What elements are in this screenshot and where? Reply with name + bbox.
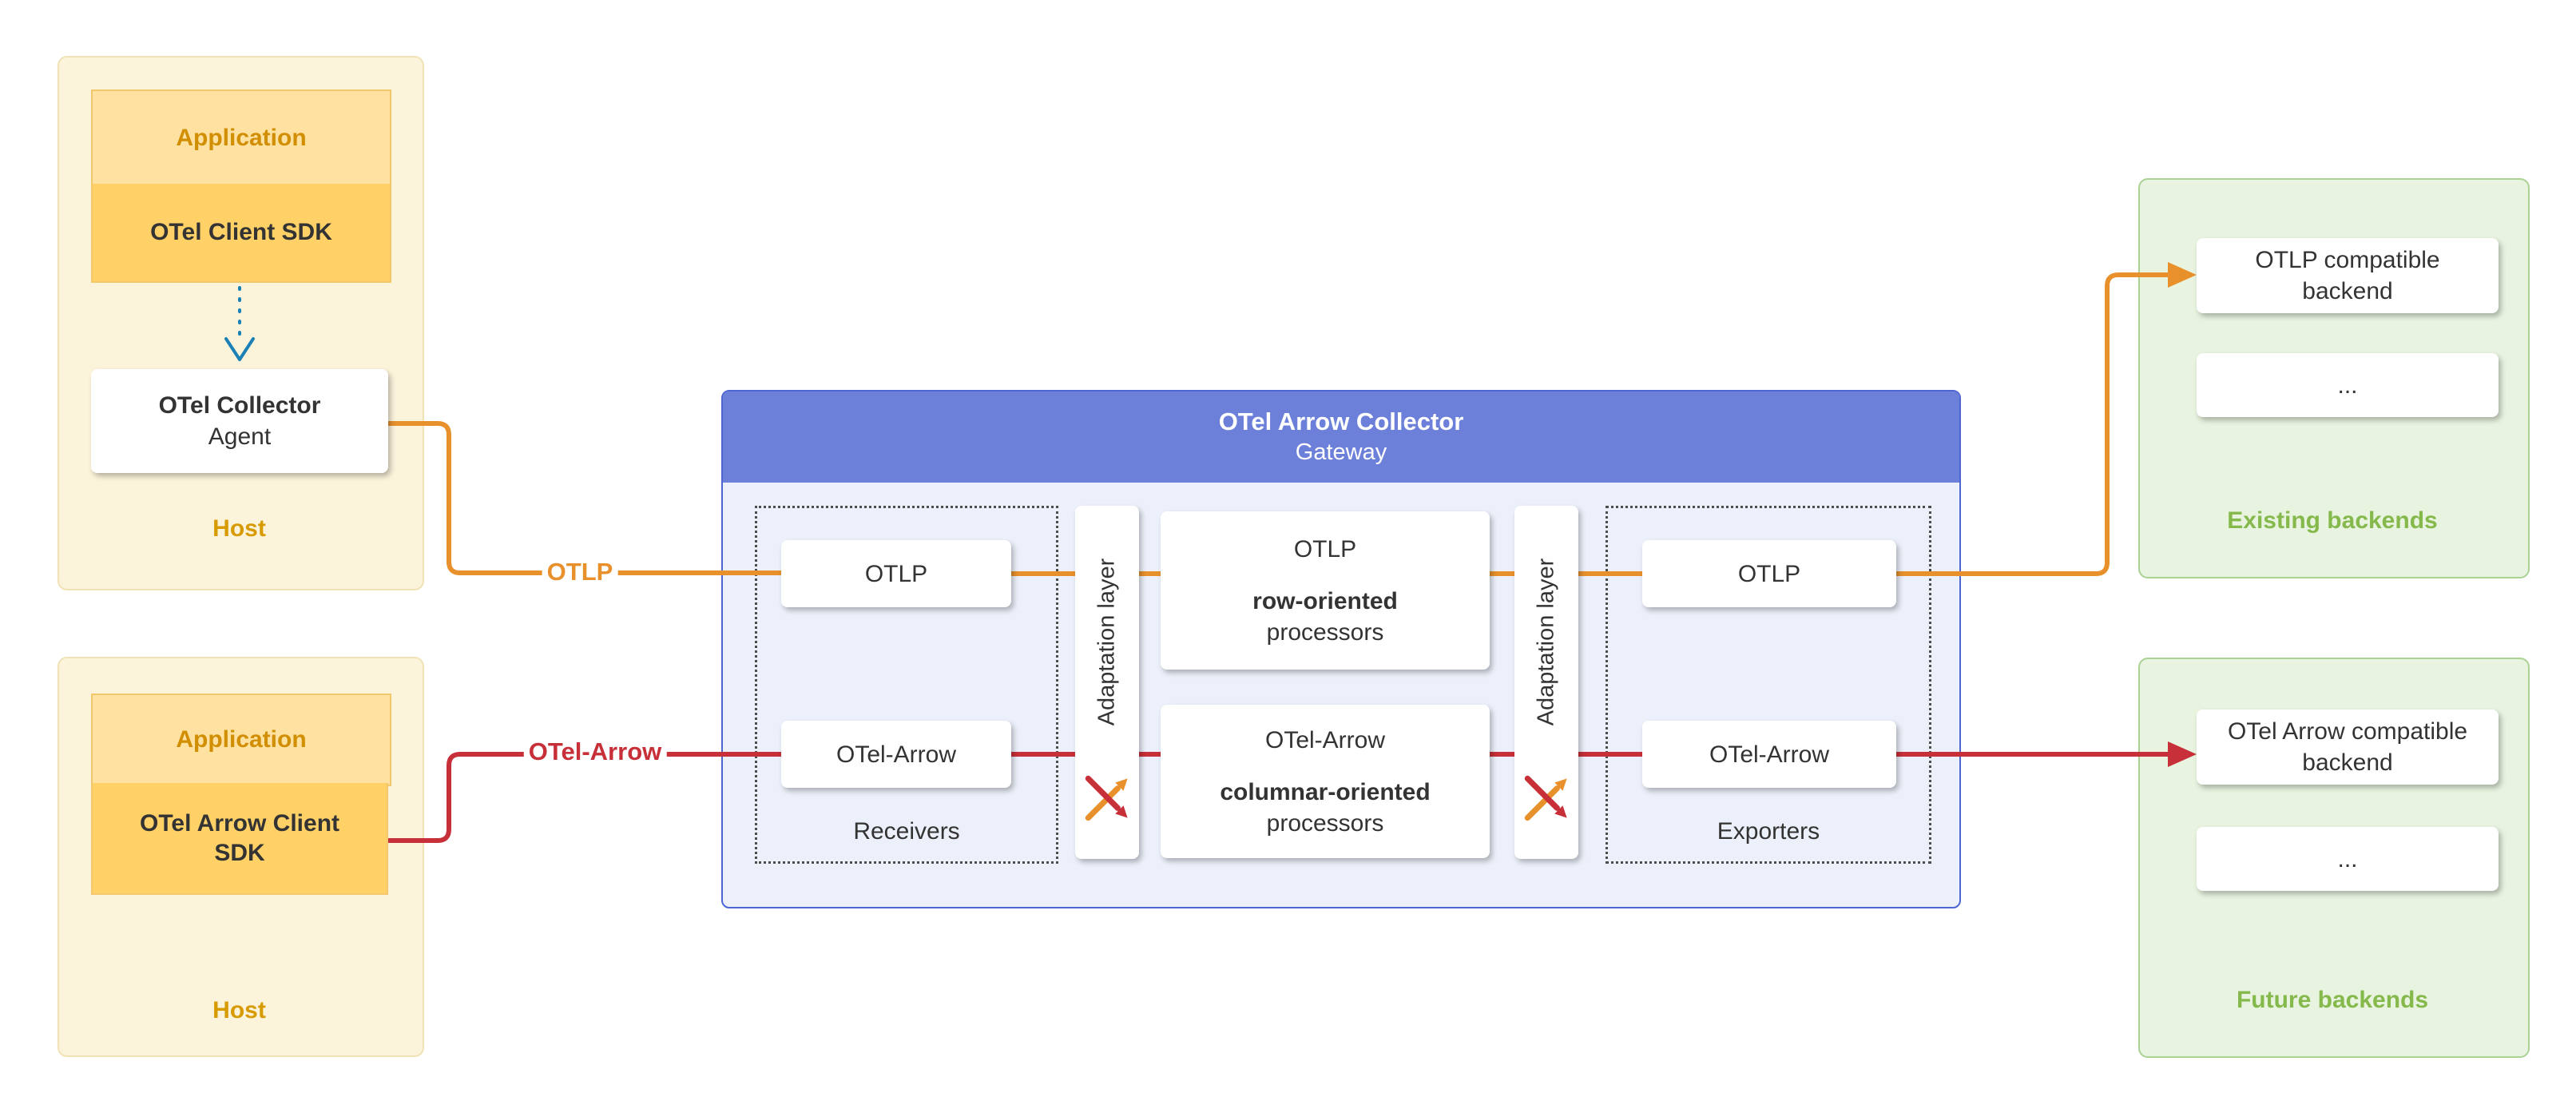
collector-subtitle: Gateway — [1295, 439, 1387, 466]
conversion-arrows-icon — [1085, 775, 1128, 821]
application-box-top: Application — [91, 89, 391, 187]
otlp-link-label: OTLP — [542, 556, 618, 588]
processor-otel-arrow-orientation: columnar-oriented — [1220, 778, 1431, 805]
ellipsis-label: ... — [2337, 372, 2358, 399]
receiver-otlp-label: OTLP — [864, 560, 928, 587]
existing-backends-label: Existing backends — [2227, 507, 2438, 534]
processor-otlp-suffix: processors — [1266, 618, 1384, 646]
exporters-zone-label: Exporters — [1717, 818, 1820, 845]
processor-otel-arrow-suffix: processors — [1266, 809, 1384, 837]
otel-arrow-client-sdk-label: OTel Arrow Client SDK — [139, 809, 340, 867]
otel-client-sdk-box: OTel Client SDK — [91, 184, 391, 283]
otel-collector-agent-title: OTel Collector — [158, 392, 321, 419]
collector-title: OTel Arrow Collector — [1218, 407, 1464, 435]
ellipsis-label: ... — [2337, 845, 2358, 872]
application-label: Application — [176, 726, 307, 753]
receiver-otlp-box: OTLP — [781, 540, 1011, 607]
existing-backend-ellipsis-box: ... — [2197, 353, 2499, 417]
adaptation-layer-right-labelwrap: Adaptation layer — [1514, 506, 1578, 777]
processor-otel-arrow-box: OTel-Arrow columnar-oriented processors — [1161, 705, 1490, 858]
receivers-zone-label: Receivers — [853, 818, 960, 845]
otlp-backend-label: OTLP compatible backend — [2255, 247, 2440, 304]
receiver-otel-arrow-label: OTel-Arrow — [836, 741, 956, 768]
otlp-backend-box: OTLP compatible backend — [2197, 238, 2499, 313]
otel-collector-agent-box: OTel Collector Agent — [91, 369, 388, 473]
collector-header: OTel Arrow Collector Gateway — [723, 392, 1959, 483]
application-box-bottom: Application — [91, 694, 391, 786]
future-backends-label: Future backends — [2236, 987, 2429, 1013]
exporter-otel-arrow-label: OTel-Arrow — [1709, 741, 1829, 768]
adaptation-layer-right-label: Adaptation layer — [1533, 558, 1559, 725]
host-label-bottom: Host — [212, 997, 266, 1024]
receiver-otel-arrow-box: OTel-Arrow — [781, 721, 1011, 788]
application-label: Application — [176, 125, 307, 151]
host-label-top: Host — [212, 515, 266, 542]
otel-arrow-client-sdk-box: OTel Arrow Client SDK — [91, 783, 388, 895]
future-backend-ellipsis-box: ... — [2197, 827, 2499, 891]
otel-arrow-backend-label: OTel Arrow compatible backend — [2227, 718, 2468, 776]
adaptation-layer-left-labelwrap: Adaptation layer — [1075, 506, 1139, 777]
conversion-arrows-icon — [1524, 775, 1567, 821]
processor-otlp-orientation: row-oriented — [1252, 587, 1398, 614]
exporter-otlp-label: OTLP — [1737, 560, 1801, 587]
processor-otel-arrow-protocol: OTel-Arrow — [1264, 726, 1385, 753]
adaptation-layer-left-label: Adaptation layer — [1094, 558, 1120, 725]
otel-client-sdk-label: OTel Client SDK — [150, 219, 332, 246]
exporter-otlp-box: OTLP — [1642, 540, 1896, 607]
processor-otlp-box: OTLP row-oriented processors — [1161, 511, 1490, 670]
processor-otlp-protocol: OTLP — [1293, 535, 1357, 562]
otel-collector-agent-subtitle: Agent — [208, 423, 272, 450]
exporter-otel-arrow-box: OTel-Arrow — [1642, 721, 1896, 788]
otel-arrow-backend-box: OTel Arrow compatible backend — [2197, 710, 2499, 785]
otel-arrow-link-label: OTel-Arrow — [523, 736, 667, 768]
